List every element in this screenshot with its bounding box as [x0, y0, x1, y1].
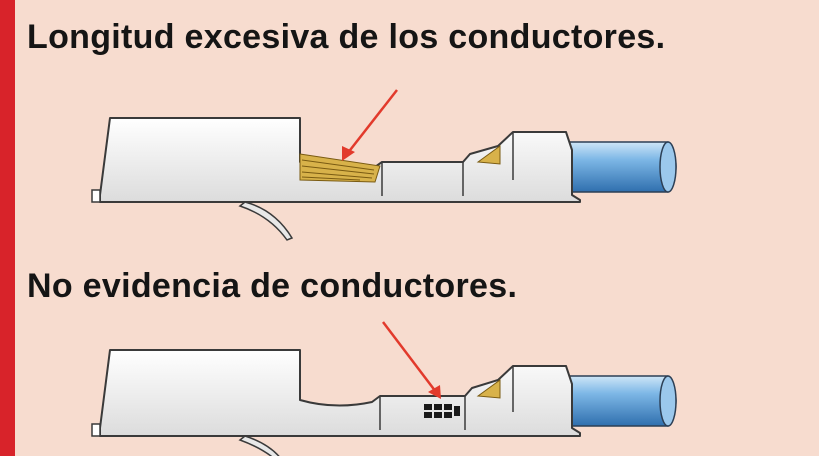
terminal-tab	[238, 435, 280, 456]
terminal-diagram-excessive-length	[91, 89, 677, 241]
terminal-diagram-no-conductors	[91, 321, 677, 456]
arrow-indicator	[342, 89, 398, 161]
wire-insulation	[559, 375, 677, 427]
accent-band	[0, 0, 15, 456]
terminal-body	[99, 349, 581, 437]
conductor-ends-visible	[424, 404, 460, 418]
arrow-indicator	[382, 321, 441, 399]
section-title-excessive-length: Longitud excesiva de los conductores.	[27, 18, 666, 56]
wire-insulation	[559, 141, 677, 193]
section-title-no-conductors: No evidencia de conductores.	[27, 267, 518, 305]
terminal-tab	[238, 201, 294, 241]
conductor-strands-excessive	[299, 153, 381, 183]
